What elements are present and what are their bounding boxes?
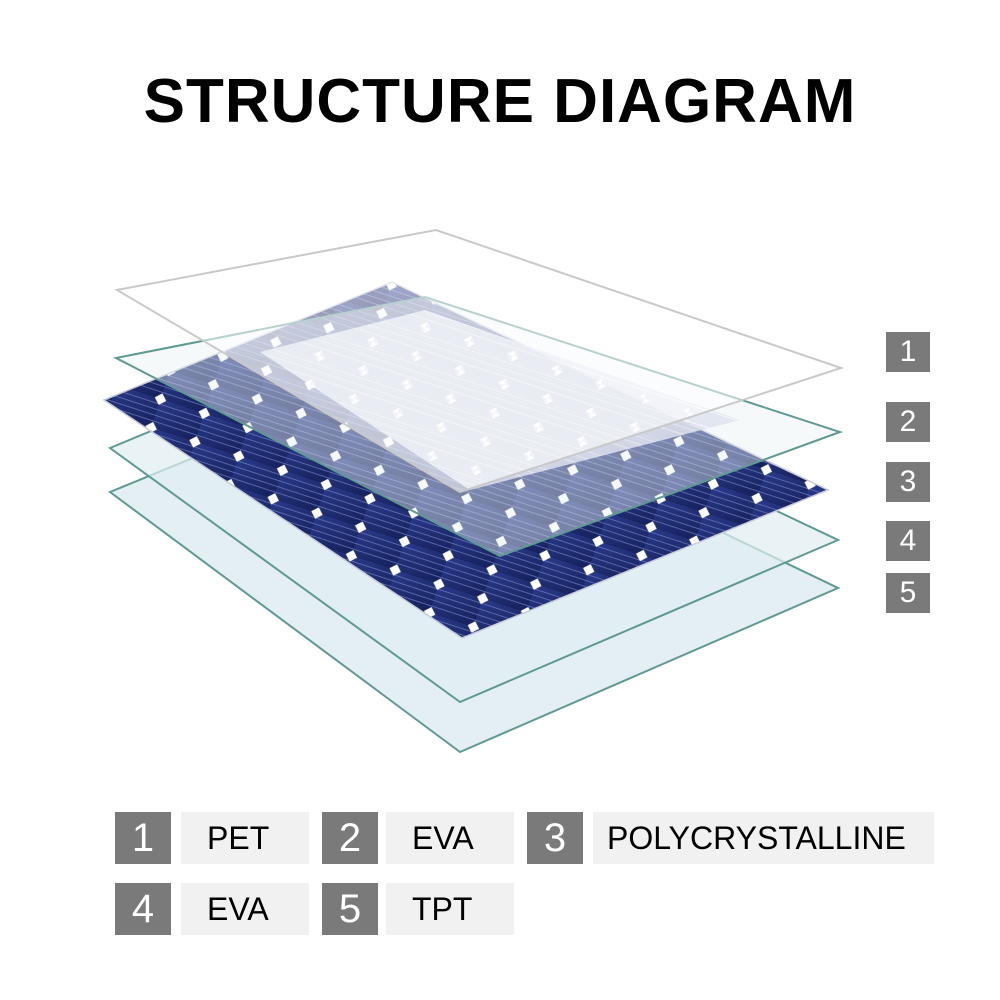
- side-badge-2: 2: [886, 402, 930, 442]
- legend-number-2: 2: [322, 812, 378, 864]
- legend-label-1: PET: [181, 812, 309, 864]
- side-badge-4: 4: [886, 521, 930, 561]
- legend-label-3: POLYCRYSTALLINE: [593, 812, 934, 864]
- legend-number-4: 4: [115, 883, 171, 935]
- legend-number-3: 3: [527, 812, 583, 864]
- layer-1-pet-sheet: [114, 228, 845, 494]
- side-badge-1: 1: [886, 332, 930, 372]
- layer-stack-diagram: [102, 228, 845, 754]
- legend-number-1: 1: [115, 812, 171, 864]
- page-title: STRUCTURE DIAGRAM: [143, 67, 857, 136]
- side-badge-3: 3: [886, 462, 930, 502]
- legend-number-5: 5: [322, 883, 378, 935]
- legend-label-4: EVA: [181, 883, 309, 935]
- side-badge-5: 5: [886, 573, 930, 613]
- legend-label-5: TPT: [386, 883, 514, 935]
- legend-label-2: EVA: [386, 812, 514, 864]
